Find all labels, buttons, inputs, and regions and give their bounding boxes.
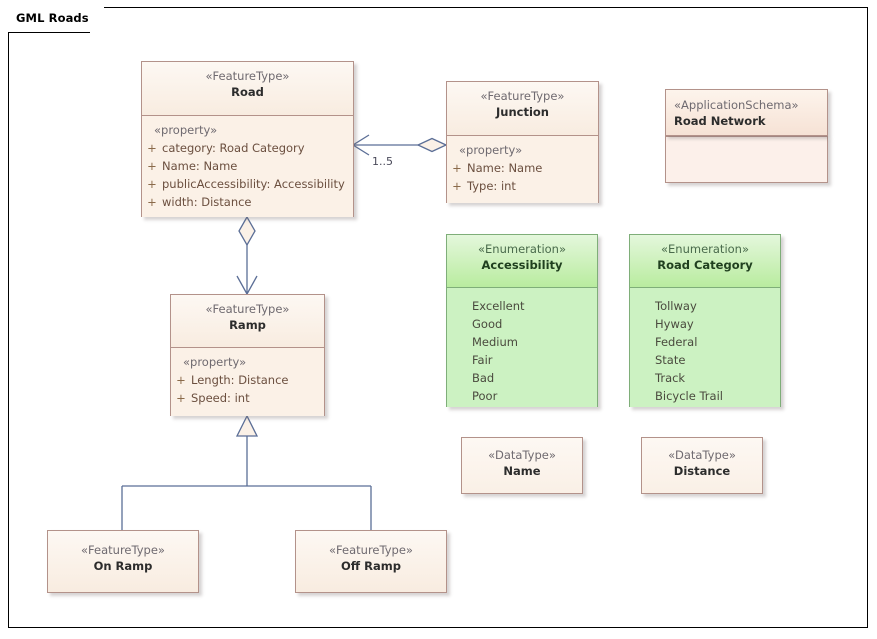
- class-road-property-stereotype: «property»: [154, 123, 218, 137]
- class-road-name: Road: [231, 85, 264, 99]
- attribute-row[interactable]: + publicAccessibility: Accessibility: [142, 175, 353, 193]
- attribute-text: Name: Name: [162, 159, 238, 173]
- package-road-network-stereotype: «ApplicationSchema»: [674, 98, 799, 112]
- datatype-name[interactable]: «DataType» Name: [461, 437, 583, 494]
- datatype-distance-label: Distance: [673, 464, 731, 478]
- class-ramp-name: Ramp: [229, 318, 266, 332]
- enumeration-accessibility-header: «Enumeration» Accessibility: [447, 235, 597, 287]
- class-junction[interactable]: «FeatureType» Junction «property» + Name…: [446, 81, 599, 203]
- class-junction-header: «FeatureType» Junction: [447, 82, 598, 135]
- attribute-visibility: +: [147, 195, 157, 209]
- attribute-visibility: +: [176, 391, 186, 405]
- enum-literal[interactable]: Excellent: [472, 299, 525, 313]
- class-ramp[interactable]: «FeatureType» Ramp «property» + Length: …: [170, 294, 325, 416]
- enumeration-accessibility-name: Accessibility: [481, 258, 563, 272]
- attribute-row[interactable]: + Speed: int: [171, 389, 324, 407]
- attribute-visibility: +: [147, 177, 157, 191]
- class-ramp-divider: [171, 347, 324, 348]
- class-on-ramp[interactable]: «FeatureType» On Ramp: [47, 530, 199, 593]
- package-road-network-body: [665, 136, 828, 183]
- package-road-network-name: Road Network: [674, 114, 766, 128]
- enum-literal[interactable]: Poor: [472, 389, 498, 403]
- class-off-ramp-stereotype: «FeatureType»: [329, 543, 413, 557]
- enumeration-accessibility-stereotype: «Enumeration»: [478, 242, 566, 256]
- attribute-text: Speed: int: [191, 391, 250, 405]
- attribute-text: Name: Name: [467, 161, 543, 175]
- diagram-frame-tab: GML Roads: [8, 7, 104, 33]
- class-road-attributes: «property» + category: Road Category + N…: [142, 116, 353, 217]
- class-road-divider: [142, 115, 353, 116]
- enum-literal[interactable]: Bad: [472, 371, 495, 385]
- class-road-header: «FeatureType» Road: [142, 62, 353, 115]
- class-on-ramp-stereotype: «FeatureType»: [81, 543, 165, 557]
- attribute-visibility: +: [147, 159, 157, 173]
- class-junction-name: Junction: [496, 105, 549, 119]
- enumeration-road-category-literals: Tollway Hyway Federal State Track Bicycl…: [630, 288, 780, 407]
- datatype-distance-header: «DataType» Distance: [642, 438, 762, 493]
- datatype-name-header: «DataType» Name: [462, 438, 582, 493]
- attribute-visibility: +: [147, 141, 157, 155]
- datatype-name-stereotype: «DataType»: [488, 448, 556, 462]
- attribute-text: Length: Distance: [191, 373, 289, 387]
- class-road[interactable]: «FeatureType» Road «property» + category…: [141, 61, 354, 217]
- enumeration-road-category-header: «Enumeration» Road Category: [630, 235, 780, 287]
- attribute-visibility: +: [452, 179, 462, 193]
- enumeration-accessibility-literals: Excellent Good Medium Fair Bad Poor: [447, 288, 597, 407]
- class-ramp-property-stereotype: «property»: [183, 355, 247, 369]
- frame-tab-slant: [90, 7, 108, 33]
- enumeration-road-category-stereotype: «Enumeration»: [661, 242, 749, 256]
- class-junction-attributes: «property» + Name: Name + Type: int: [447, 136, 598, 203]
- enum-literal[interactable]: Medium: [472, 335, 518, 349]
- enum-literal[interactable]: Track: [655, 371, 686, 385]
- enum-literal[interactable]: Hyway: [655, 317, 694, 331]
- datatype-distance-stereotype: «DataType»: [668, 448, 736, 462]
- enum-literal[interactable]: State: [655, 353, 686, 367]
- enumeration-road-category-divider: [630, 287, 780, 288]
- attribute-row[interactable]: + Type: int: [447, 177, 598, 195]
- enumeration-accessibility[interactable]: «Enumeration» Accessibility Excellent Go…: [446, 234, 598, 407]
- enum-literal[interactable]: Good: [472, 317, 503, 331]
- class-on-ramp-name: On Ramp: [93, 559, 153, 573]
- class-off-ramp-name: Off Ramp: [341, 559, 401, 573]
- datatype-name-label: Name: [503, 464, 541, 478]
- enumeration-accessibility-divider: [447, 287, 597, 288]
- attribute-row[interactable]: + Name: Name: [447, 159, 598, 177]
- attribute-text: width: Distance: [162, 195, 252, 209]
- enum-literal[interactable]: Federal: [655, 335, 698, 349]
- class-ramp-header: «FeatureType» Ramp: [171, 295, 324, 347]
- class-junction-stereotype: «FeatureType»: [480, 89, 565, 103]
- attribute-text: category: Road Category: [162, 141, 305, 155]
- class-ramp-attributes: «property» + Length: Distance + Speed: i…: [171, 348, 324, 416]
- class-off-ramp-header: «FeatureType» Off Ramp: [296, 531, 446, 592]
- attribute-row[interactable]: + Length: Distance: [171, 371, 324, 389]
- attribute-text: publicAccessibility: Accessibility: [162, 177, 345, 191]
- attribute-text: Type: int: [467, 179, 516, 193]
- attribute-row[interactable]: + category: Road Category: [142, 139, 353, 157]
- enum-literal[interactable]: Fair: [472, 353, 493, 367]
- class-ramp-stereotype: «FeatureType»: [205, 302, 290, 316]
- class-junction-property-stereotype: «property»: [459, 143, 523, 157]
- package-road-network-tab: «ApplicationSchema» Road Network: [665, 89, 828, 136]
- multiplicity-road-junction: 1..5: [372, 155, 393, 168]
- attribute-visibility: +: [452, 161, 462, 175]
- class-off-ramp[interactable]: «FeatureType» Off Ramp: [295, 530, 447, 593]
- datatype-distance[interactable]: «DataType» Distance: [641, 437, 763, 494]
- attribute-row[interactable]: + Name: Name: [142, 157, 353, 175]
- class-junction-divider: [447, 135, 598, 136]
- diagram-title: GML Roads: [16, 11, 89, 25]
- class-on-ramp-header: «FeatureType» On Ramp: [48, 531, 198, 592]
- enum-literal[interactable]: Bicycle Trail: [655, 389, 723, 403]
- frame-tab-body: [8, 7, 90, 33]
- attribute-visibility: +: [176, 373, 186, 387]
- attribute-row[interactable]: + width: Distance: [142, 193, 353, 211]
- enum-literal[interactable]: Tollway: [655, 299, 697, 313]
- enumeration-road-category[interactable]: «Enumeration» Road Category Tollway Hywa…: [629, 234, 781, 407]
- class-road-stereotype: «FeatureType»: [205, 69, 290, 83]
- enumeration-road-category-name: Road Category: [657, 258, 753, 272]
